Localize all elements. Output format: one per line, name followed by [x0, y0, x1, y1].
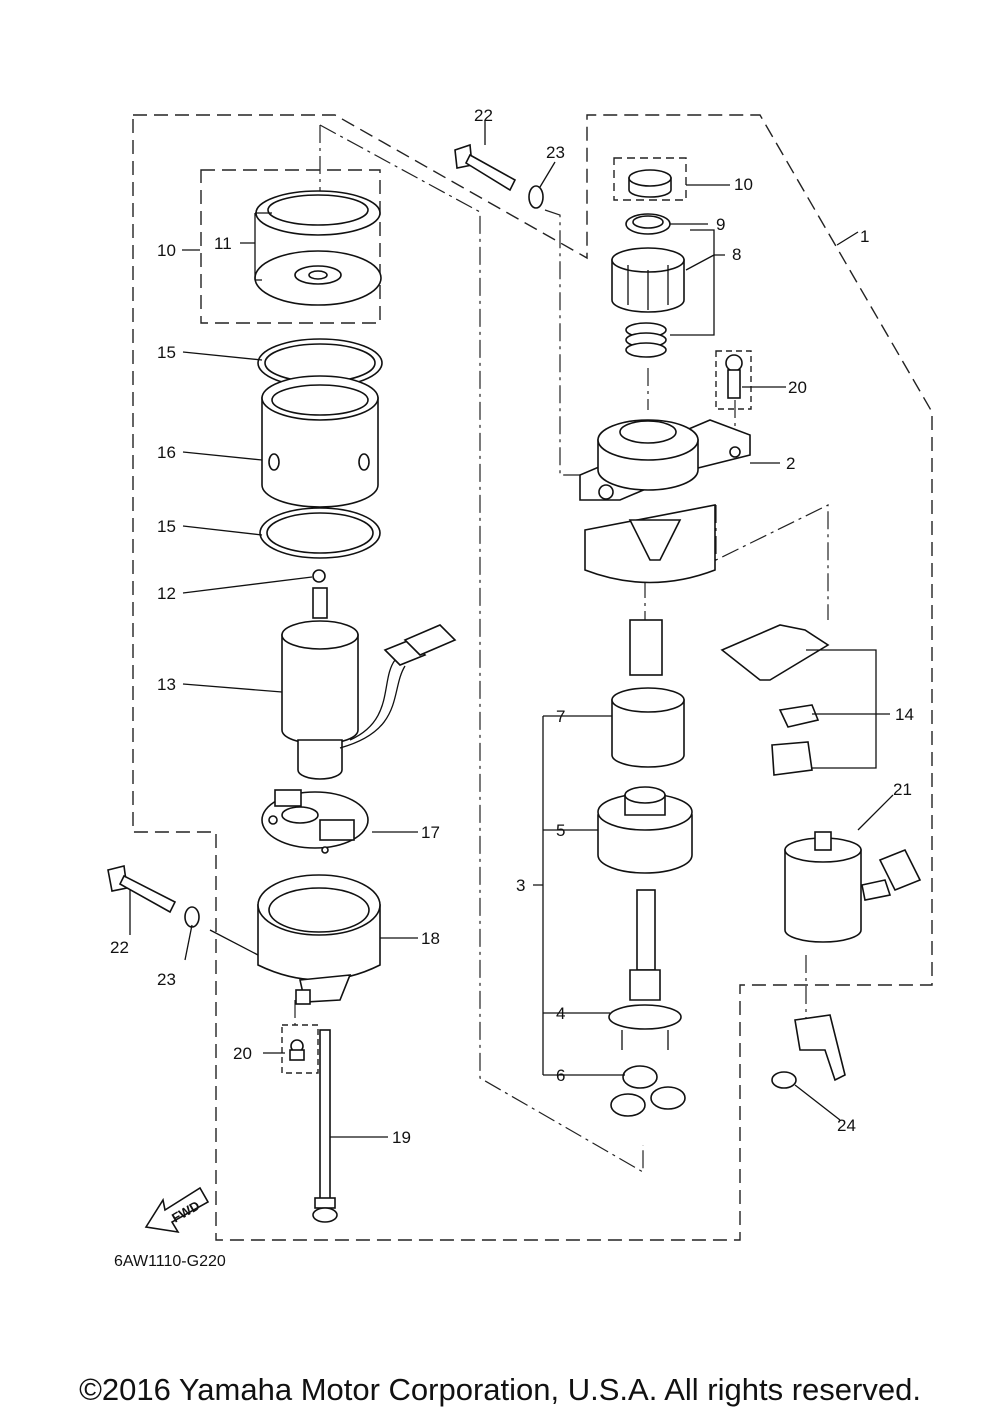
alignment-line-brush-holder	[715, 504, 829, 620]
armature-13	[281, 587, 457, 780]
bolt-22-lower	[107, 865, 177, 914]
cover-ring-11	[255, 190, 381, 236]
cap-10	[628, 169, 672, 198]
screw-20-lower	[289, 1039, 305, 1061]
callout-12: 12	[157, 584, 176, 603]
callout-1: 1	[860, 227, 869, 246]
stopper-9	[625, 213, 671, 235]
callout-8: 8	[732, 245, 741, 264]
callout-7: 7	[556, 707, 565, 726]
group-box-20-lower	[281, 1024, 319, 1074]
screw-20-upper	[725, 354, 743, 399]
o-ring-15-upper	[257, 338, 383, 388]
callout-5: 5	[556, 821, 565, 840]
brush-holder-17	[261, 789, 369, 854]
callout-22-upper: 22	[474, 106, 493, 125]
diagram-code: 6AW1110-G220	[114, 1253, 226, 1270]
nut-24	[771, 1014, 846, 1089]
callout-9: 9	[716, 215, 725, 234]
callout-24: 24	[837, 1116, 856, 1135]
planet-gears-6	[610, 1065, 686, 1117]
callout-4: 4	[556, 1004, 565, 1023]
housing-18	[257, 874, 381, 1005]
group-box-10-11	[200, 169, 381, 324]
callout-2: 2	[786, 454, 795, 473]
callout-13: 13	[157, 675, 176, 694]
brush-set-14	[720, 624, 830, 776]
copyright-notice: ©2016 Yamaha Motor Corporation, U.S.A. A…	[79, 1372, 921, 1407]
callout-19: 19	[392, 1128, 411, 1147]
shaft-7	[611, 619, 685, 768]
planetary-shaft-4	[608, 889, 682, 1050]
group-box-10	[613, 157, 687, 201]
callout-15-upper: 15	[157, 343, 176, 362]
leader-lines	[129, 120, 894, 1138]
alignment-line-washer-23-top	[544, 209, 580, 476]
callout-10-left: 10	[157, 241, 176, 260]
callout-18: 18	[421, 929, 440, 948]
callout-10-right: 10	[734, 175, 753, 194]
callout-22-lower: 22	[110, 938, 129, 957]
o-ring-15-lower	[259, 507, 381, 559]
callout-11: 11	[214, 234, 232, 253]
callout-23-upper: 23	[546, 143, 565, 162]
through-bolt-19	[312, 1029, 338, 1223]
callout-21: 21	[893, 780, 912, 799]
pinion-8	[611, 247, 685, 313]
alignment-line-bolt-22-top	[319, 124, 644, 1174]
washer-23-lower	[184, 906, 200, 928]
bracket-2	[579, 419, 751, 584]
callout-17: 17	[421, 823, 440, 842]
callout-20-upper: 20	[788, 378, 807, 397]
ball-12	[312, 569, 326, 583]
callout-labels: 1 2 3 4 5 6 7 8 9 10 10 11 12 13 14 15 1…	[110, 106, 914, 1147]
callout-6: 6	[556, 1066, 565, 1085]
washer-23-upper	[528, 185, 544, 209]
magnet-switch-21	[784, 831, 922, 943]
assembly-outline	[132, 114, 933, 1241]
callout-14: 14	[895, 705, 914, 724]
cover-plate-11	[254, 250, 382, 306]
gear-housing-5	[597, 786, 693, 874]
callout-16: 16	[157, 443, 176, 462]
callout-3: 3	[516, 876, 525, 895]
callout-20-lower: 20	[233, 1044, 252, 1063]
group-box-20-upper	[715, 350, 752, 410]
callout-23-lower: 23	[157, 970, 176, 989]
fwd-arrow-icon: FWD	[144, 1186, 210, 1234]
callout-15-lower: 15	[157, 517, 176, 536]
bolt-22-upper	[454, 143, 517, 192]
yoke-16	[261, 375, 379, 508]
spring-8	[625, 322, 667, 358]
